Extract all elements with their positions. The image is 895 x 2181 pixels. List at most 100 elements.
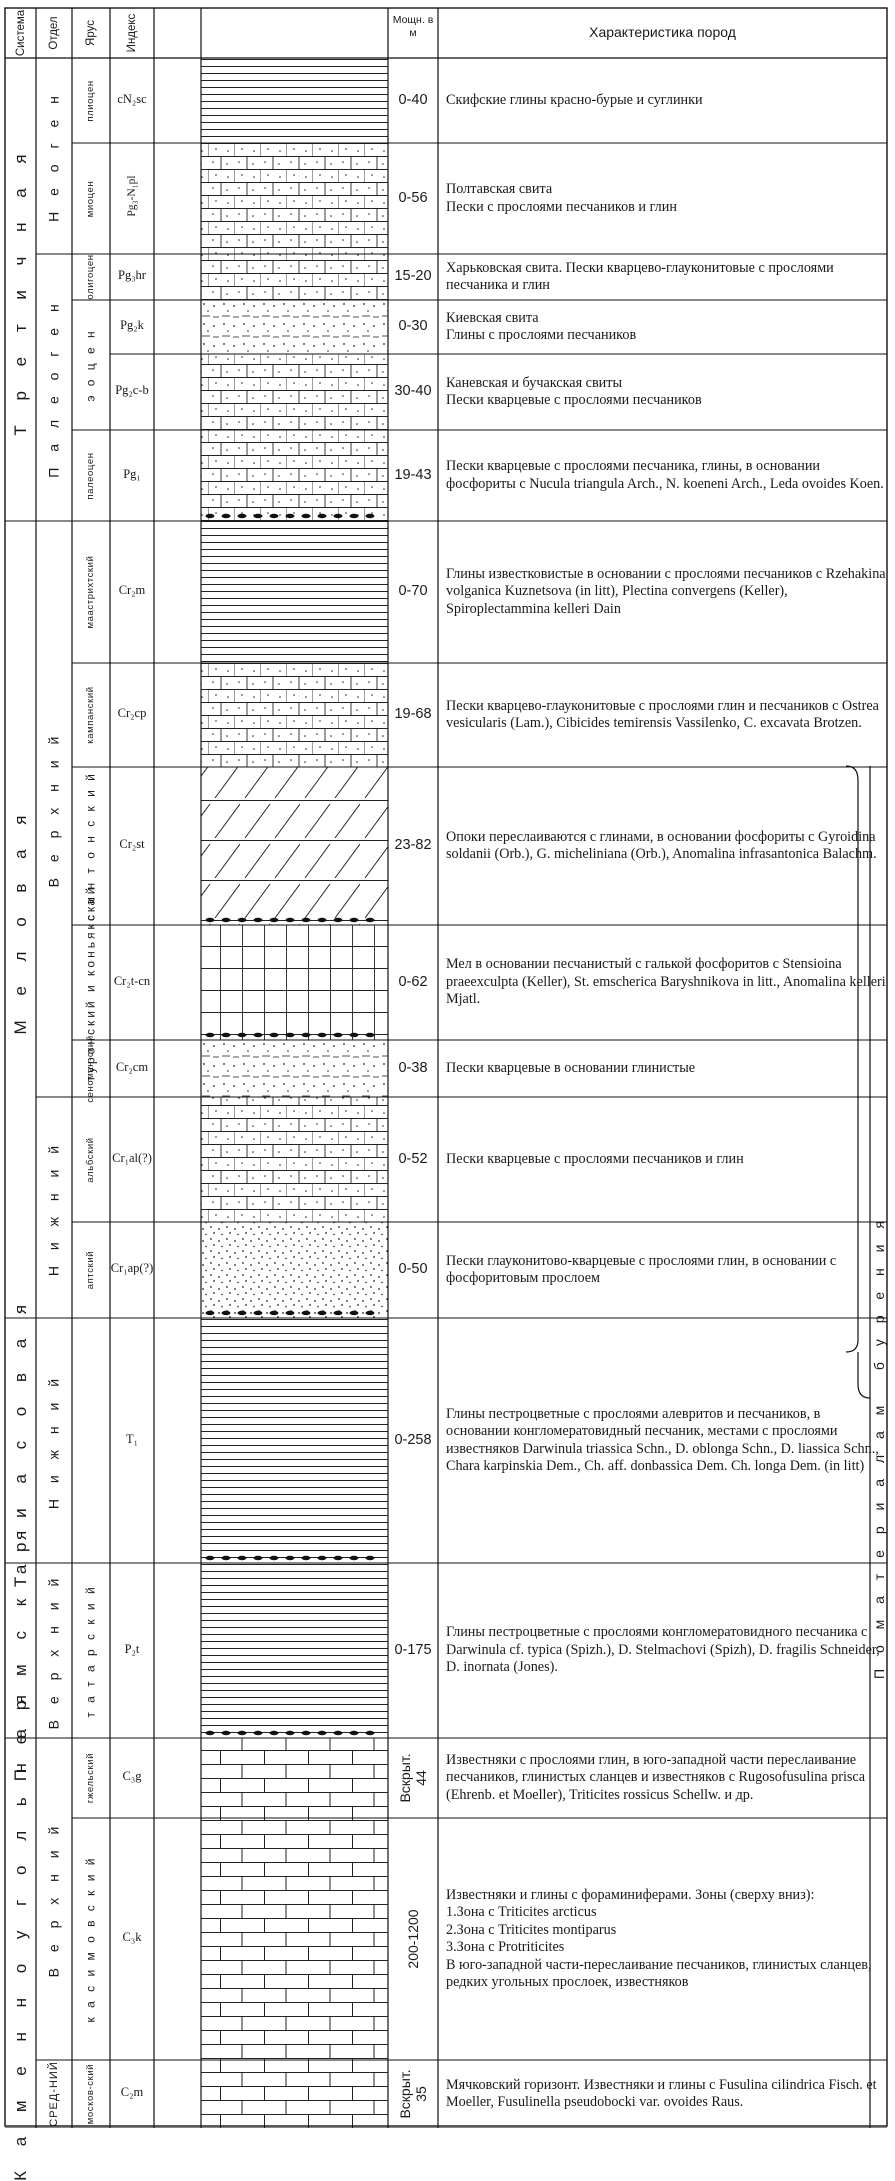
- lithology-layer: [201, 1097, 388, 1222]
- layer-index: C₃k: [110, 1930, 154, 1945]
- stage-label-text: маастрихтский: [86, 556, 97, 629]
- layer-thickness: 19-68: [388, 706, 438, 722]
- lithology-layer: [201, 2060, 388, 2128]
- stage-label: альбский: [72, 1097, 110, 1222]
- phosphorite-nodule: [302, 1033, 311, 1037]
- layer-description: Харьковская свита. Пески кварцево-глауко…: [446, 260, 886, 295]
- phosphorite-nodule: [206, 1311, 215, 1315]
- lithology-layer: [201, 58, 388, 143]
- layer-index: Pg₁: [110, 467, 154, 482]
- phosphorite-nodule: [350, 1731, 359, 1735]
- phosphorite-nodule: [286, 1311, 295, 1315]
- phosphorite-nodule: [206, 1731, 215, 1735]
- layer-description: Киевская свита Глины с прослоями песчани…: [446, 310, 886, 345]
- phosphorite-nodule: [350, 1033, 359, 1037]
- phosphorite-nodule: [286, 1556, 295, 1560]
- phosphorite-nodule: [334, 918, 343, 922]
- phosphorite-nodule: [318, 1033, 327, 1037]
- lithology-layer: [201, 1738, 388, 1818]
- header-stage-label: Ярус: [85, 20, 97, 46]
- layer-thickness: 200-1200: [388, 1818, 438, 2060]
- lithology-layer: [201, 925, 388, 1040]
- layer-description: Пески глауконитово-кварцевые с прослоями…: [446, 1253, 886, 1288]
- layer-index: Cr₂cp: [110, 706, 154, 721]
- department-label-text: Н и ж н и й: [47, 1372, 62, 1508]
- system-label-text: К а м е н н о у г о л ь н а я: [12, 1685, 30, 2181]
- stage-label-text: москов-ский: [86, 2064, 97, 2124]
- department-label-text: Н и ж н и й: [47, 1139, 62, 1275]
- system-label-text: М е л о в а я: [12, 805, 30, 1034]
- layer-index: T₁: [110, 1432, 154, 1447]
- phosphorite-nodule: [350, 918, 359, 922]
- stage-label-text: плиоцен: [86, 80, 97, 121]
- lithology-layer: [201, 143, 388, 254]
- stage-label-text: олигоцен: [86, 254, 97, 299]
- layer-description: Глины известковистые в основании с просл…: [446, 566, 886, 619]
- lithology-layer: [201, 254, 388, 300]
- layer-description: Глины пестроцветные с прослоями алеврито…: [446, 1406, 886, 1476]
- system-label: Т р е т и ч н а я: [5, 58, 36, 521]
- phosphorite-nodule: [238, 1311, 247, 1315]
- header-department-label: Отдел: [48, 16, 60, 49]
- stage-label-text: альбский: [86, 1137, 97, 1182]
- layer-index: Cr₂t-cn: [110, 974, 154, 989]
- department-label-text: П а л е о г е н: [47, 298, 62, 477]
- stage-label: э о ц е н: [72, 300, 110, 430]
- layer-thickness: 15-20: [388, 268, 438, 284]
- layer-thickness: Вскрыт. 35: [388, 2060, 438, 2128]
- layer-thickness: 0-50: [388, 1261, 438, 1277]
- header-stage: Ярус: [72, 8, 110, 58]
- bracket-label: П о м а т е р и а л а м б у р е н и я: [871, 766, 887, 2128]
- layer-description: Каневская и бучакская свиты Пески кварце…: [446, 375, 886, 410]
- phosphorite-nodule: [206, 1556, 215, 1560]
- stage-label-text: кампанский: [86, 686, 97, 743]
- layer-thickness: 0-258: [388, 1432, 438, 1448]
- phosphorite-nodule: [238, 1033, 247, 1037]
- stage-label: гжельский: [72, 1738, 110, 1818]
- phosphorite-nodule: [286, 918, 295, 922]
- system-label-text: Т р е т и ч н а я: [12, 144, 30, 435]
- phosphorite-nodule: [270, 918, 279, 922]
- lithology-layer: [201, 1318, 388, 1563]
- layer-index: Cr₂m: [110, 583, 154, 598]
- layer-index: C₂m: [110, 2085, 154, 2100]
- layer-description: Пески кварцево-глауконитовые с прослоями…: [446, 698, 886, 733]
- phosphorite-nodule: [222, 1311, 231, 1315]
- department-label-text: СРЕД-НИЙ: [48, 2061, 60, 2127]
- department-label-text: В е р х н и й: [47, 1572, 62, 1729]
- phosphorite-nodule: [206, 918, 215, 922]
- phosphorite-nodule: [302, 514, 311, 518]
- lithology-layer: [201, 1818, 388, 2060]
- phosphorite-nodule: [302, 1731, 311, 1735]
- phosphorite-nodule: [238, 1556, 247, 1560]
- layer-thickness: 0-62: [388, 974, 438, 990]
- stage-label-text: палеоцен: [86, 452, 97, 499]
- phosphorite-nodule: [286, 1033, 295, 1037]
- phosphorite-nodule: [254, 1556, 263, 1560]
- header-characteristic: Характеристика пород: [438, 24, 887, 40]
- phosphorite-nodule: [334, 1033, 343, 1037]
- phosphorite-nodule: [206, 1033, 215, 1037]
- stage-label-text: к а с и м о в с к и й: [85, 1856, 98, 2023]
- stage-label-text: э о ц е н: [85, 328, 98, 401]
- header-index: Индекс: [110, 8, 154, 58]
- layer-description: Известняки с прослоями глин, в юго-запад…: [446, 1752, 886, 1805]
- layer-thickness-text: Вскрыт. 44: [397, 1753, 429, 1802]
- phosphorite-nodule: [286, 1731, 295, 1735]
- layer-description: Скифские глины красно-бурые и суглинки: [446, 92, 886, 110]
- layer-index: cN₂sc: [110, 92, 154, 107]
- layer-description: Известняки и глины с фораминиферами. Зон…: [446, 1887, 886, 1992]
- stage-label: кампанский: [72, 663, 110, 767]
- phosphorite-nodule: [238, 1731, 247, 1735]
- department-label-text: В е р х н и й: [47, 1821, 62, 1978]
- header-system-label: Система: [15, 10, 27, 56]
- layer-description: Пески кварцевые с прослоями песчаников и…: [446, 1151, 886, 1169]
- phosphorite-nodule: [286, 514, 295, 518]
- layer-thickness: 30-40: [388, 383, 438, 399]
- layer-thickness: 23-82: [388, 837, 438, 853]
- stage-label: к а с и м о в с к и й: [72, 1818, 110, 2060]
- layer-description: Полтавская свита Пески с прослоями песча…: [446, 181, 886, 216]
- layer-description: Пески кварцевые с прослоями песчаника, г…: [446, 458, 886, 493]
- department-label: Н и ж н и й: [36, 1318, 72, 1563]
- phosphorite-nodule: [270, 514, 279, 518]
